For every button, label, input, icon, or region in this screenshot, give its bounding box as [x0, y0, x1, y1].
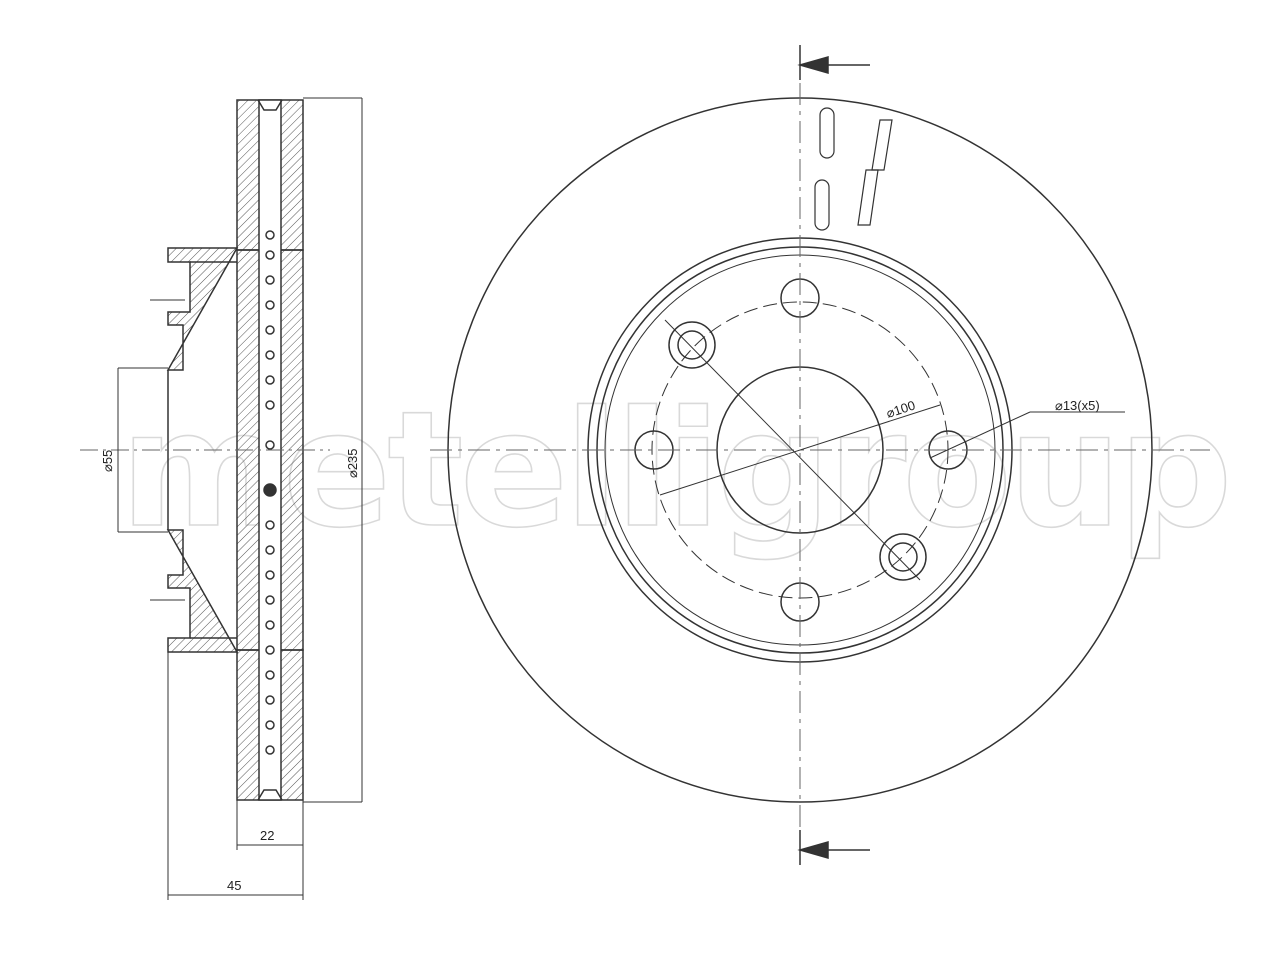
label-thickness: 22: [260, 828, 274, 843]
vent-notch-top: [257, 99, 283, 111]
face-leaders: [659, 319, 1125, 581]
face-center-lines: [430, 45, 1210, 860]
section-marker-top: [797, 45, 870, 80]
label-bore-diameter: ⌀55: [100, 450, 115, 472]
section-hat-bottom: [166, 529, 239, 653]
vent-slot-marks: [814, 107, 893, 231]
section-view: [80, 99, 330, 801]
section-marker-bottom: [797, 830, 870, 865]
label-bolt-holes: ⌀13(x5): [1055, 398, 1100, 413]
vent-notch-bottom: [257, 789, 283, 801]
section-hat-top: [166, 247, 239, 371]
watermark-logo: metelligroup: [120, 376, 1229, 563]
vent-holes: [263, 230, 277, 755]
label-overall-height: 45: [227, 878, 241, 893]
label-outer-diameter: ⌀235: [345, 448, 360, 478]
section-dimensions: [117, 97, 363, 900]
